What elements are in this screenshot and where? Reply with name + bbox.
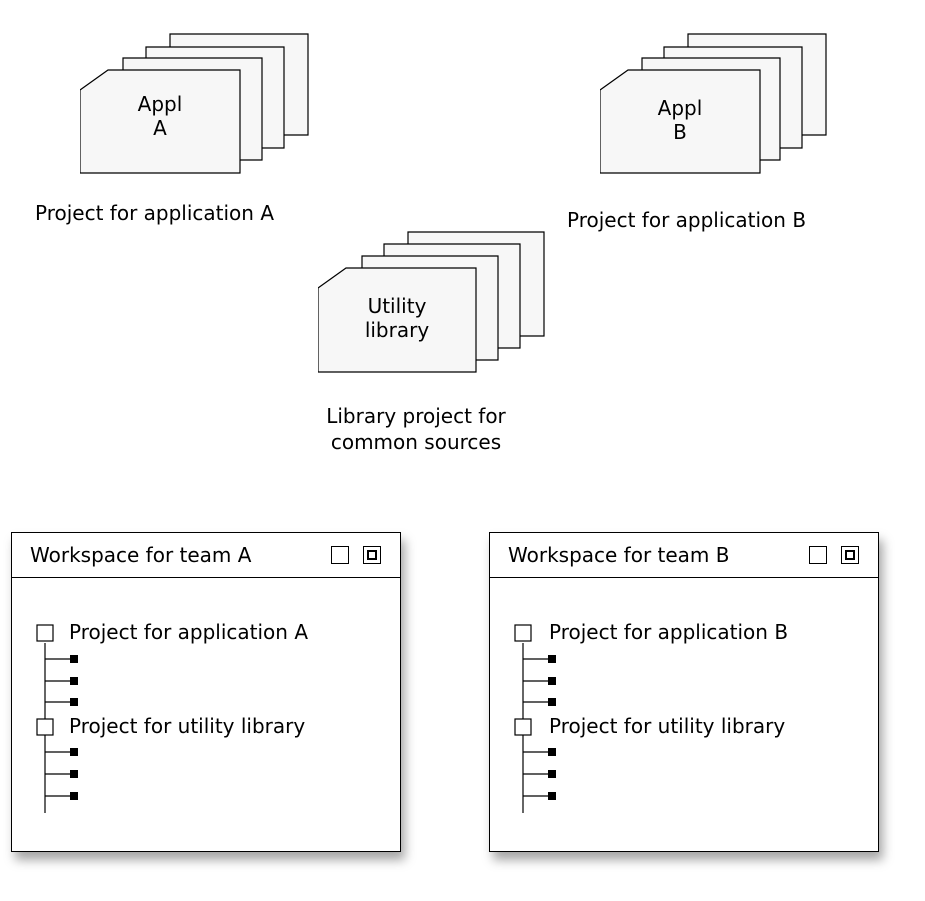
maximize-icon[interactable]	[363, 546, 381, 564]
stack-app-b-label: Appl B	[657, 96, 703, 144]
tree-leaf-icon	[548, 677, 556, 685]
stack-app-a: Appl A	[79, 30, 320, 190]
tree-leaf-icon	[70, 655, 78, 663]
tree-node-icon	[514, 718, 532, 736]
caption-library: Library project for common sources	[326, 404, 506, 454]
workspace-window-team-a[interactable]: Workspace for team A Project for applica…	[11, 532, 401, 852]
document-stack-icon	[599, 33, 827, 174]
stack-app-b: Appl B	[599, 30, 840, 190]
tree-leaf-icon	[70, 770, 78, 778]
workspace-window-team-b[interactable]: Workspace for team B Project for applica…	[489, 532, 879, 852]
tree-leaf-icon	[548, 698, 556, 706]
minimize-icon[interactable]	[809, 546, 827, 564]
tree-node-project-library[interactable]: Project for utility library	[549, 714, 786, 738]
tree-node-icon	[514, 624, 532, 642]
workspace-title-bar[interactable]: Workspace for team A	[12, 533, 400, 578]
tree-node-icon	[36, 624, 54, 642]
stack-app-a-label: Appl A	[137, 92, 183, 140]
workspace-title: Workspace for team B	[508, 543, 730, 567]
tree-leaf-icon	[548, 792, 556, 800]
tree-node-project-library[interactable]: Project for utility library	[69, 714, 306, 738]
tree-leaf-icon	[70, 792, 78, 800]
caption-app-a: Project for application A	[35, 201, 275, 225]
caption-app-b: Project for application B	[567, 208, 807, 232]
tree-leaf-icon	[548, 748, 556, 756]
tree-leaf-icon	[548, 770, 556, 778]
maximize-icon[interactable]	[841, 546, 859, 564]
tree-leaf-icon	[548, 655, 556, 663]
tree-node-project-app-b[interactable]: Project for application B	[549, 620, 789, 644]
tree-node-icon	[36, 718, 54, 736]
tree-leaf-icon	[70, 748, 78, 756]
tree-leaf-icon	[70, 677, 78, 685]
document-stack-icon	[79, 33, 309, 174]
workspace-title: Workspace for team A	[30, 543, 252, 567]
workspace-title-bar[interactable]: Workspace for team B	[490, 533, 878, 578]
tree-leaf-icon	[70, 698, 78, 706]
project-tree-lines	[36, 624, 78, 813]
stack-library-label: Utility library	[364, 294, 430, 342]
project-tree-lines	[514, 624, 556, 813]
minimize-icon[interactable]	[331, 546, 349, 564]
stack-library: Utility library	[317, 228, 558, 388]
tree-node-project-app-a[interactable]: Project for application A	[69, 620, 309, 644]
document-stack-icon	[317, 231, 545, 373]
